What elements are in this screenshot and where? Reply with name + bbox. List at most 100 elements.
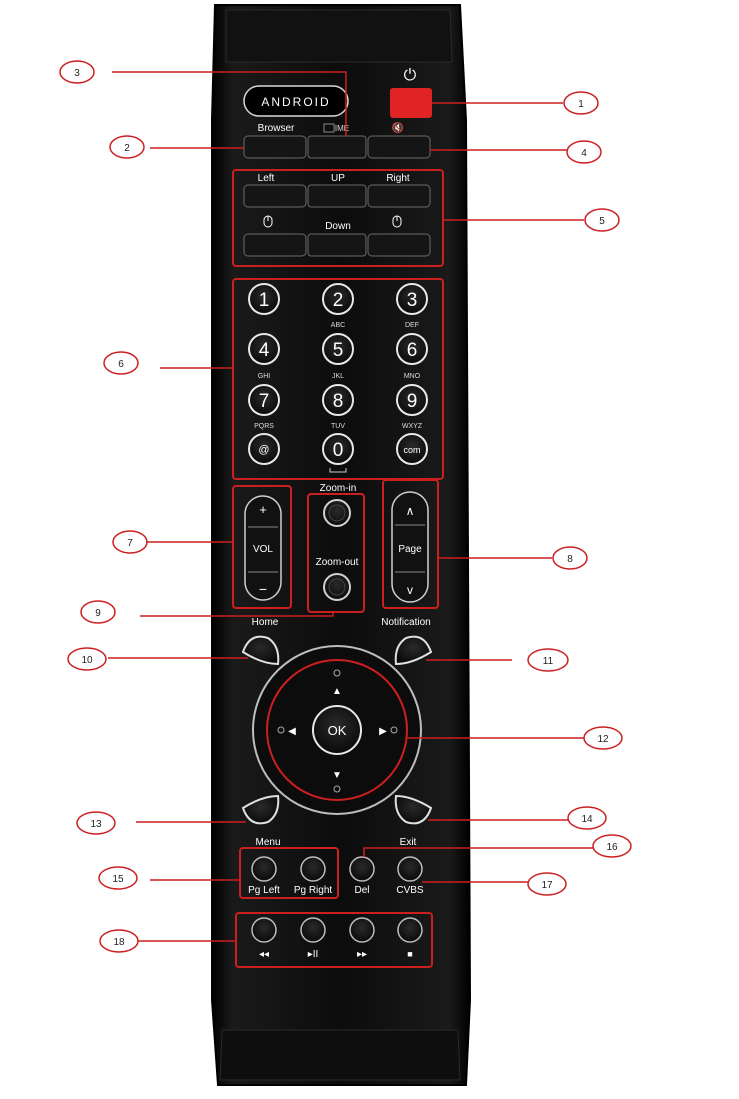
volume-up-icon: + bbox=[259, 502, 267, 517]
svg-text:12: 12 bbox=[597, 734, 609, 745]
del-button[interactable] bbox=[350, 857, 374, 881]
numpad-key-6[interactable]: 6 bbox=[397, 334, 427, 364]
svg-text:2: 2 bbox=[124, 143, 130, 154]
pg-left-button[interactable] bbox=[252, 857, 276, 881]
numpad-key-0[interactable]: 0 bbox=[323, 434, 353, 464]
down-button[interactable] bbox=[308, 234, 366, 256]
svg-text:com: com bbox=[403, 445, 420, 455]
rewind-button[interactable] bbox=[252, 918, 276, 942]
fast-forward-button[interactable] bbox=[350, 918, 374, 942]
callout-16: 16 bbox=[593, 835, 631, 857]
com-key[interactable]: com bbox=[397, 434, 427, 464]
exit-label: Exit bbox=[400, 837, 417, 848]
browser-button[interactable] bbox=[244, 136, 306, 158]
left-label: Left bbox=[258, 173, 275, 184]
menu-label: Menu bbox=[255, 837, 280, 848]
svg-text:7: 7 bbox=[259, 391, 270, 412]
svg-text:9: 9 bbox=[407, 391, 418, 412]
callout-18: 18 bbox=[100, 930, 138, 952]
right-button[interactable] bbox=[368, 185, 430, 207]
callout-4: 4 bbox=[567, 141, 601, 163]
svg-text:17: 17 bbox=[541, 880, 553, 891]
at-key[interactable]: @ bbox=[249, 434, 279, 464]
svg-text:16: 16 bbox=[606, 842, 618, 853]
svg-text:13: 13 bbox=[90, 819, 102, 830]
pg-right-button[interactable] bbox=[301, 857, 325, 881]
letters-jkl: JKL bbox=[332, 373, 344, 380]
svg-text:4: 4 bbox=[259, 340, 270, 361]
svg-text:10: 10 bbox=[81, 655, 93, 666]
svg-text:18: 18 bbox=[113, 937, 125, 948]
letters-pqrs: PQRS bbox=[254, 423, 274, 430]
up-label: UP bbox=[331, 173, 345, 184]
down-label: Down bbox=[325, 221, 351, 232]
callout-9: 9 bbox=[81, 601, 115, 623]
callout-12: 12 bbox=[584, 727, 622, 749]
power-button[interactable] bbox=[390, 88, 432, 118]
svg-text:9: 9 bbox=[95, 608, 101, 619]
svg-text:5: 5 bbox=[599, 216, 605, 227]
svg-text:6: 6 bbox=[118, 359, 124, 370]
svg-text:6: 6 bbox=[407, 340, 418, 361]
ime-label: IME bbox=[335, 124, 349, 133]
right-label: Right bbox=[386, 173, 410, 184]
letters-mno: MNO bbox=[404, 373, 421, 380]
volume-down-icon: − bbox=[259, 581, 267, 597]
svg-text:@: @ bbox=[258, 444, 269, 456]
callout-10: 10 bbox=[68, 648, 106, 670]
browser-label: Browser bbox=[258, 123, 295, 134]
cvbs-label: CVBS bbox=[396, 885, 424, 896]
rewind-icon: ◂◂ bbox=[259, 949, 269, 960]
callout-8: 8 bbox=[553, 547, 587, 569]
play-pause-button[interactable] bbox=[301, 918, 325, 942]
zoom-out-button[interactable] bbox=[324, 574, 350, 600]
mouse-right-button[interactable] bbox=[368, 234, 430, 256]
zoom-in-button[interactable] bbox=[324, 500, 350, 526]
dpad-right-arrow-icon: ▶ bbox=[379, 726, 387, 737]
svg-text:11: 11 bbox=[543, 656, 554, 667]
letters-ghi: GHI bbox=[258, 373, 271, 380]
stop-icon: ■ bbox=[407, 949, 412, 959]
numpad-key-9[interactable]: 9 bbox=[397, 385, 427, 415]
callout-7: 7 bbox=[113, 531, 147, 553]
callout-2: 2 bbox=[110, 136, 144, 158]
ime-button[interactable] bbox=[308, 136, 366, 158]
numpad-key-2[interactable]: 2 bbox=[323, 284, 353, 314]
mute-button[interactable] bbox=[368, 136, 430, 158]
dpad: ▲ ▼ ◀ ▶ OK bbox=[253, 646, 421, 814]
zoom-in-label: Zoom-in bbox=[320, 483, 357, 494]
numpad-key-8[interactable]: 8 bbox=[323, 385, 353, 415]
mouse-left-button[interactable] bbox=[244, 234, 306, 256]
left-button[interactable] bbox=[244, 185, 306, 207]
callout-15: 15 bbox=[99, 867, 137, 889]
numpad-key-3[interactable]: 3 bbox=[397, 284, 427, 314]
ok-label: OK bbox=[328, 723, 347, 738]
up-button[interactable] bbox=[308, 185, 366, 207]
del-label: Del bbox=[354, 885, 369, 896]
svg-text:1: 1 bbox=[259, 290, 270, 311]
letters-def: DEF bbox=[405, 322, 419, 329]
android-logo: ANDROID bbox=[244, 86, 348, 116]
stop-button[interactable] bbox=[398, 918, 422, 942]
android-logo-text: ANDROID bbox=[261, 95, 330, 109]
svg-text:15: 15 bbox=[112, 874, 124, 885]
cvbs-button[interactable] bbox=[398, 857, 422, 881]
svg-text:1: 1 bbox=[578, 99, 584, 110]
numpad-key-5[interactable]: 5 bbox=[323, 334, 353, 364]
callout-17: 17 bbox=[528, 873, 566, 895]
dpad-down-arrow-icon: ▼ bbox=[332, 770, 342, 781]
svg-text:7: 7 bbox=[127, 538, 133, 549]
page-down-icon: v bbox=[407, 583, 413, 597]
svg-text:4: 4 bbox=[581, 148, 587, 159]
page-up-icon: ∧ bbox=[406, 504, 415, 518]
home-label: Home bbox=[252, 617, 279, 628]
letters-wxyz: WXYZ bbox=[402, 423, 423, 430]
callout-3: 3 bbox=[60, 61, 94, 83]
callout-14: 14 bbox=[568, 807, 606, 829]
svg-text:8: 8 bbox=[567, 554, 573, 565]
numpad-key-4[interactable]: 4 bbox=[249, 334, 279, 364]
numpad-key-7[interactable]: 7 bbox=[249, 385, 279, 415]
letters-tuv: TUV bbox=[331, 423, 345, 430]
numpad-key-1[interactable]: 1 bbox=[249, 284, 279, 314]
